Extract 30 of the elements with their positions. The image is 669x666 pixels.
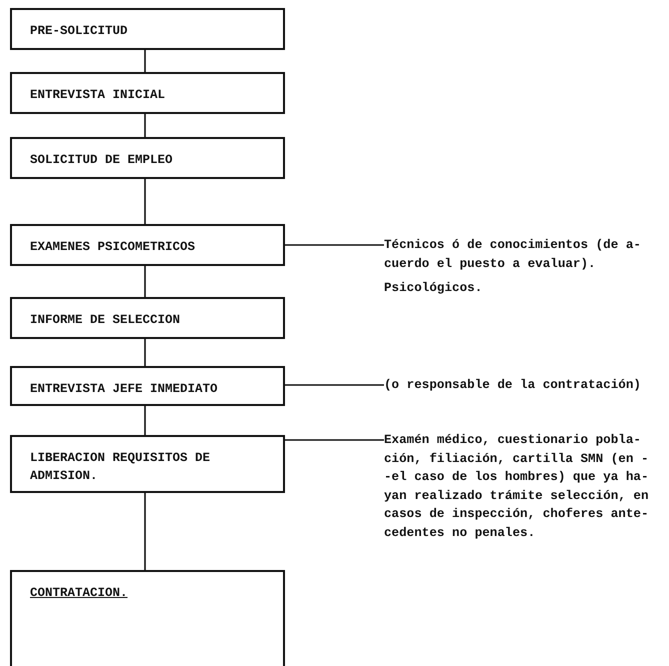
connector-line — [144, 266, 146, 297]
process-box — [10, 137, 285, 179]
step-label: SOLICITUD DE EMPLEO — [30, 153, 173, 167]
connector-line — [144, 406, 146, 435]
connector-line — [285, 439, 384, 441]
connector-line — [144, 50, 146, 72]
connector-line — [285, 384, 384, 386]
connector-line — [144, 179, 146, 224]
process-box — [10, 366, 285, 406]
step-label: INFORME DE SELECCION — [30, 313, 180, 327]
step-label: PRE-SOLICITUD — [30, 24, 128, 38]
note-text: Técnicos ó de conocimientos (de a- cuerdo el puesto a evaluar). — [384, 237, 642, 272]
connector-line — [144, 339, 146, 366]
step-label: ENTREVISTA INICIAL — [30, 88, 166, 102]
step-label: CONTRATACION. — [30, 586, 128, 600]
step-label: EXAMENES PSICOMETRICOS — [30, 240, 196, 254]
connector-line — [144, 114, 146, 137]
connector-line — [285, 244, 384, 246]
process-box — [10, 72, 285, 114]
step-label: ENTREVISTA JEFE INMEDIATO — [30, 382, 218, 396]
connector-line — [144, 493, 146, 570]
step-label: LIBERACION REQUISITOS DE ADMISION. — [30, 451, 210, 483]
process-box — [10, 435, 285, 493]
process-box — [10, 224, 285, 266]
process-box — [10, 570, 285, 666]
process-box — [10, 8, 285, 50]
process-box — [10, 297, 285, 339]
note-text: Psicológicos. — [384, 280, 484, 297]
note-text: Examén médico, cuestionario pobla- ción, filiación, cartilla SMN (en - -el caso de los hombres) que ya ha- yan realizado trámite selección, en casos de inspección, choferes ante- cedentes no penales. — [384, 432, 650, 542]
note-text: (o responsable de la contratación) — [384, 377, 642, 394]
